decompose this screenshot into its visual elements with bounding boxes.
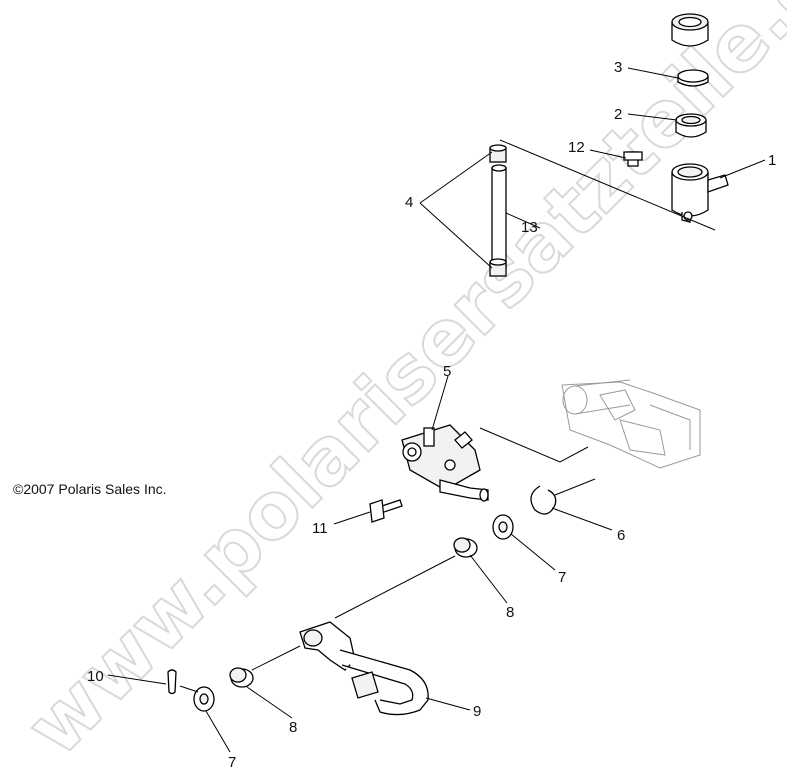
callout-5: 5 bbox=[443, 363, 451, 380]
callout-2: 2 bbox=[614, 106, 622, 123]
callout-6: 6 bbox=[617, 527, 625, 544]
callout-9: 9 bbox=[473, 703, 481, 720]
part-1-reservoir bbox=[671, 163, 729, 223]
leader-lines bbox=[107, 67, 766, 753]
callout-1: 1 bbox=[768, 152, 776, 169]
part-8-bushing-lower bbox=[229, 667, 254, 688]
callouts: 1 2 3 4 5 6 7 7 8 8 9 10 11 12 13 bbox=[87, 59, 776, 771]
callout-7-lower: 7 bbox=[228, 754, 236, 771]
reservoir-cap bbox=[671, 13, 709, 47]
callout-13: 13 bbox=[521, 219, 538, 236]
callout-10: 10 bbox=[87, 668, 104, 685]
part-7-washer-lower bbox=[193, 686, 215, 712]
part-9-brake-pedal bbox=[299, 621, 429, 716]
part-13-hose bbox=[491, 164, 507, 269]
callout-8-lower: 8 bbox=[289, 719, 297, 736]
part-4-clamps bbox=[489, 144, 507, 277]
callout-4: 4 bbox=[405, 194, 413, 211]
watermark-text: www.polarisersatzteile.de bbox=[10, 0, 787, 773]
part-6-clip bbox=[530, 485, 557, 515]
callout-3: 3 bbox=[614, 59, 622, 76]
part-10-pin bbox=[167, 669, 177, 695]
part-5-master-cylinder bbox=[401, 424, 489, 502]
callout-7-upper: 7 bbox=[558, 569, 566, 586]
part-7-washer-upper bbox=[492, 514, 514, 540]
callout-8-upper: 8 bbox=[506, 604, 514, 621]
frame-ghost bbox=[561, 379, 701, 469]
part-2-seal bbox=[675, 113, 707, 138]
part-11-bolt bbox=[369, 499, 403, 523]
callout-12: 12 bbox=[568, 139, 585, 156]
watermark: www.polarisersatzteile.de bbox=[9, 0, 787, 774]
callout-11: 11 bbox=[312, 520, 328, 537]
copyright-notice: ©2007 Polaris Sales Inc. bbox=[13, 481, 167, 497]
part-3-diaphragm bbox=[677, 69, 709, 87]
part-8-bushing-upper bbox=[453, 537, 478, 558]
